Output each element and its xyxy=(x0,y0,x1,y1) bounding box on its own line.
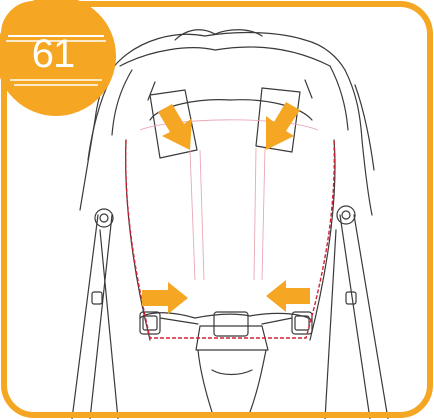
seat-guide-lines xyxy=(140,120,318,280)
harness-path xyxy=(126,140,335,338)
arrow-left-icon xyxy=(266,280,310,312)
step-number: 61 xyxy=(22,34,84,74)
arrow-down-right-icon xyxy=(158,104,192,150)
step-badge: 61 xyxy=(0,0,118,118)
stroller-line-art xyxy=(72,30,388,419)
arrow-right-icon xyxy=(142,282,188,314)
